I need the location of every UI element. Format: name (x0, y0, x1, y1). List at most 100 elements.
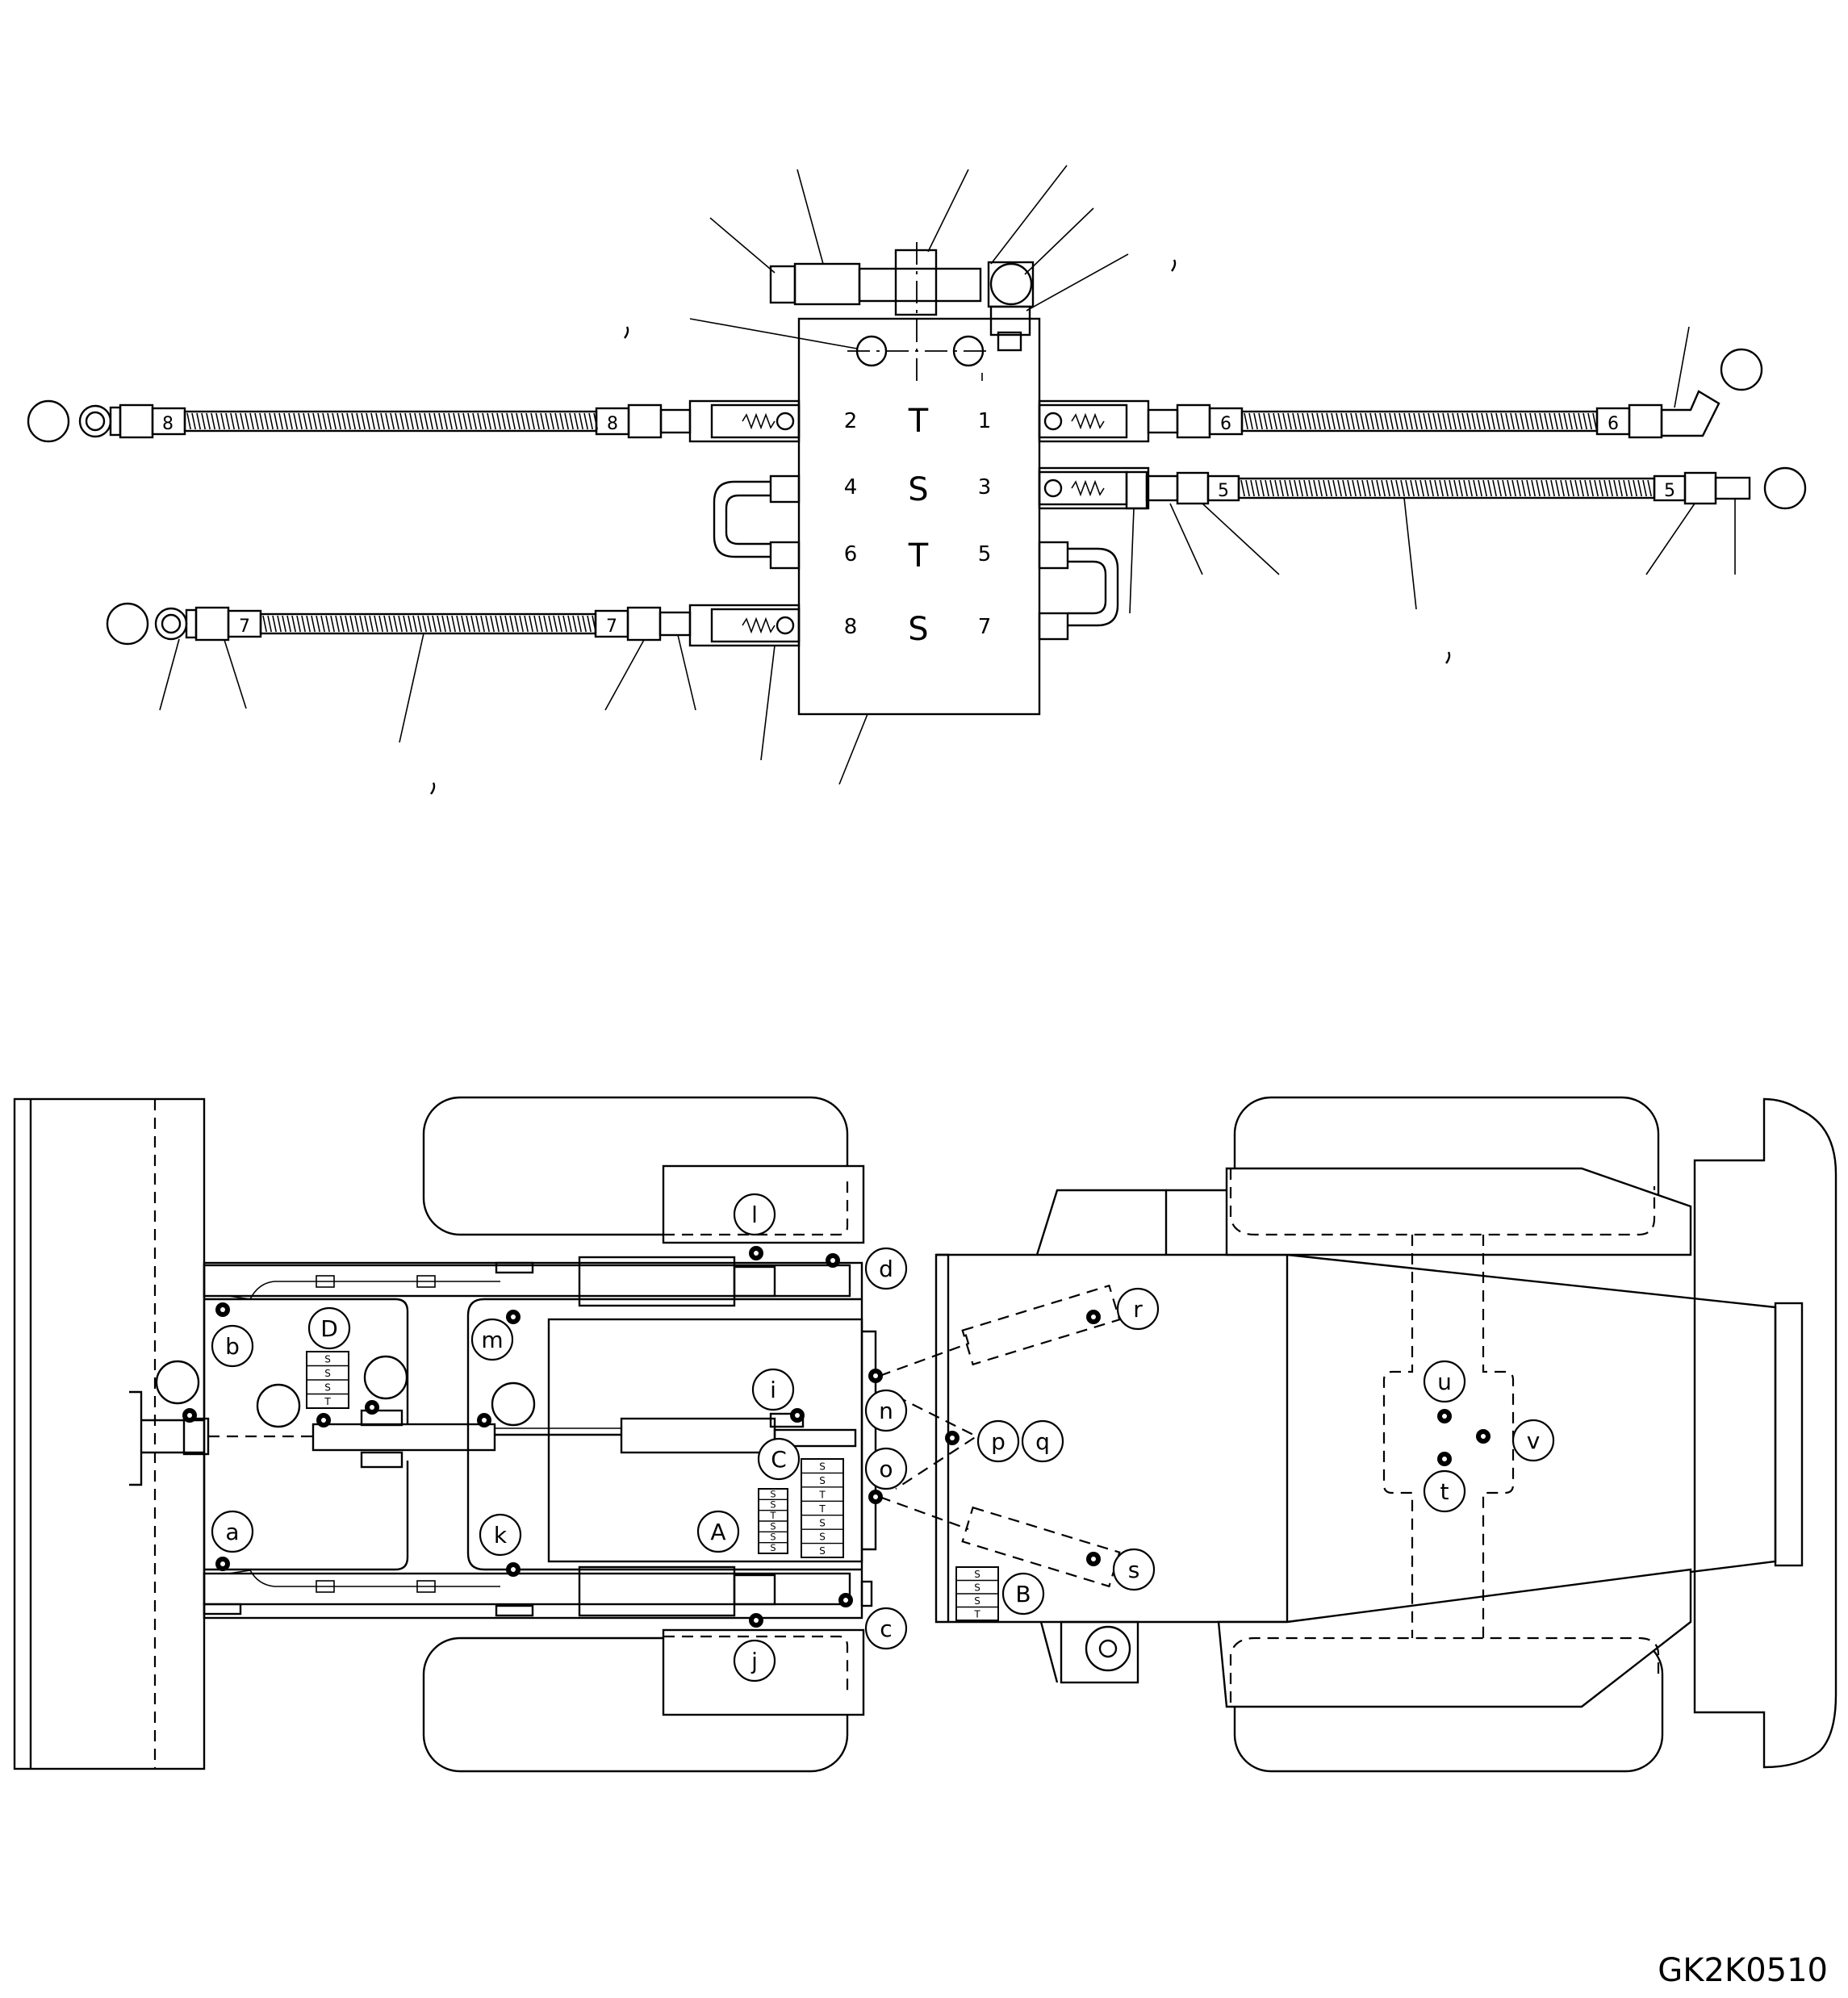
callout-k: k (479, 1513, 522, 1557)
rear-axle (1382, 1235, 1414, 1638)
callout-label: m (481, 1327, 503, 1353)
callout-q: q (1021, 1419, 1064, 1463)
callout-u: u (1423, 1360, 1466, 1403)
block-row-label: S (770, 1532, 776, 1543)
grease-nipple-base (989, 305, 1031, 336)
callout-l: l (733, 1193, 776, 1236)
block-row-label: T (973, 1608, 980, 1620)
callout-d: d (864, 1247, 908, 1290)
center-housing (547, 1318, 863, 1563)
plug-port-6 (769, 541, 801, 570)
port-5: 5 (978, 542, 992, 566)
callout-circle (751, 1368, 795, 1411)
callout-label: u (1437, 1369, 1452, 1395)
callout-D: D (307, 1306, 351, 1350)
row-letter-4: S (908, 611, 928, 648)
callout-label: D (320, 1315, 338, 1342)
block-row-label: S (770, 1488, 776, 1499)
port-2: 2 (844, 409, 858, 433)
block-row-label: S (770, 1542, 776, 1553)
callout-t: t (1423, 1469, 1466, 1513)
callout-b: b (211, 1324, 254, 1368)
loop-5-7 (1068, 547, 1119, 627)
hose-marker: 8 (162, 414, 174, 434)
steering-cylinder (620, 1417, 776, 1454)
callout-circle (211, 1510, 254, 1553)
callout-A: A (696, 1510, 740, 1553)
port-4: 4 (844, 475, 858, 500)
callout-label: j (750, 1648, 758, 1674)
callout-label: v (1527, 1427, 1541, 1454)
callout-circle (1763, 466, 1807, 510)
callout-o: o (864, 1447, 908, 1490)
loop-4-6 (713, 480, 771, 558)
callout-label: i (770, 1377, 776, 1403)
callout-circle (106, 602, 149, 646)
hose-upper-left: 8 8 (27, 399, 692, 443)
top-fitting-tee (894, 249, 938, 316)
stray-marks (430, 259, 1451, 795)
block-row-label: S (819, 1532, 826, 1543)
callout-circle (864, 1447, 908, 1490)
callout-p: p (976, 1419, 1020, 1463)
block-row-label: S (819, 1475, 826, 1486)
hose-marker: 6 (1608, 414, 1619, 434)
callout-circle (1423, 1360, 1466, 1403)
callout-circle (307, 1306, 351, 1350)
block-row-label: T (324, 1396, 331, 1407)
callout-label: l (751, 1202, 758, 1228)
callout-label: B (1015, 1581, 1031, 1607)
hose-marker: 6 (1220, 414, 1231, 434)
callout-circle (1116, 1287, 1160, 1331)
callout-circle (1720, 348, 1763, 391)
counterweight (1693, 1097, 1838, 1769)
block-row-label: S (770, 1520, 776, 1532)
elbow-fitting (989, 262, 1033, 306)
callout-circle (1001, 1572, 1045, 1616)
block-row-label: S (770, 1499, 776, 1511)
callout-label: n (879, 1398, 893, 1424)
check-valve-port-8 (688, 604, 801, 647)
top-fitting-nut (793, 262, 861, 306)
callout-circle (864, 1607, 908, 1650)
callout-B: B (1001, 1572, 1045, 1616)
hose-marker: 7 (606, 617, 617, 637)
block-row-label: S (974, 1595, 980, 1607)
check-valve-port-2 (688, 399, 801, 443)
callout-circle (1423, 1469, 1466, 1513)
dozer-arm-upper (203, 1264, 851, 1298)
manifold-block (797, 317, 1041, 716)
dozer-arm-lower (203, 1572, 851, 1606)
callout-circle (211, 1324, 254, 1368)
callout-circle (1021, 1419, 1064, 1463)
block-row-label: S (819, 1545, 826, 1557)
callout-circle (976, 1419, 1020, 1463)
callout-m: m (470, 1318, 514, 1361)
block-row-label: S (324, 1368, 331, 1379)
hose-marker: 5 (1218, 481, 1229, 501)
callout-circle (864, 1389, 908, 1432)
callout-circle (479, 1513, 522, 1557)
drawing-code: GK2K0510 (1658, 1952, 1828, 1989)
port-6: 6 (844, 542, 858, 566)
plug-port-7 (1038, 612, 1069, 641)
row-letter-1: T (908, 403, 929, 440)
block-row-label: S (324, 1382, 331, 1394)
center-link (311, 1423, 496, 1452)
callout-circle (757, 1437, 801, 1481)
hose-lower-left: 7 7 (106, 602, 692, 646)
callout-label: a (225, 1519, 239, 1545)
hose-middle-right: 5 5 (1125, 466, 1807, 510)
callout-label: r (1133, 1296, 1143, 1323)
block-row-label: T (770, 1510, 776, 1521)
callout-label: o (879, 1456, 893, 1482)
port-1: 1 (978, 409, 992, 433)
top-fitting-body (858, 267, 982, 303)
grease-nipples (182, 1246, 1491, 1628)
